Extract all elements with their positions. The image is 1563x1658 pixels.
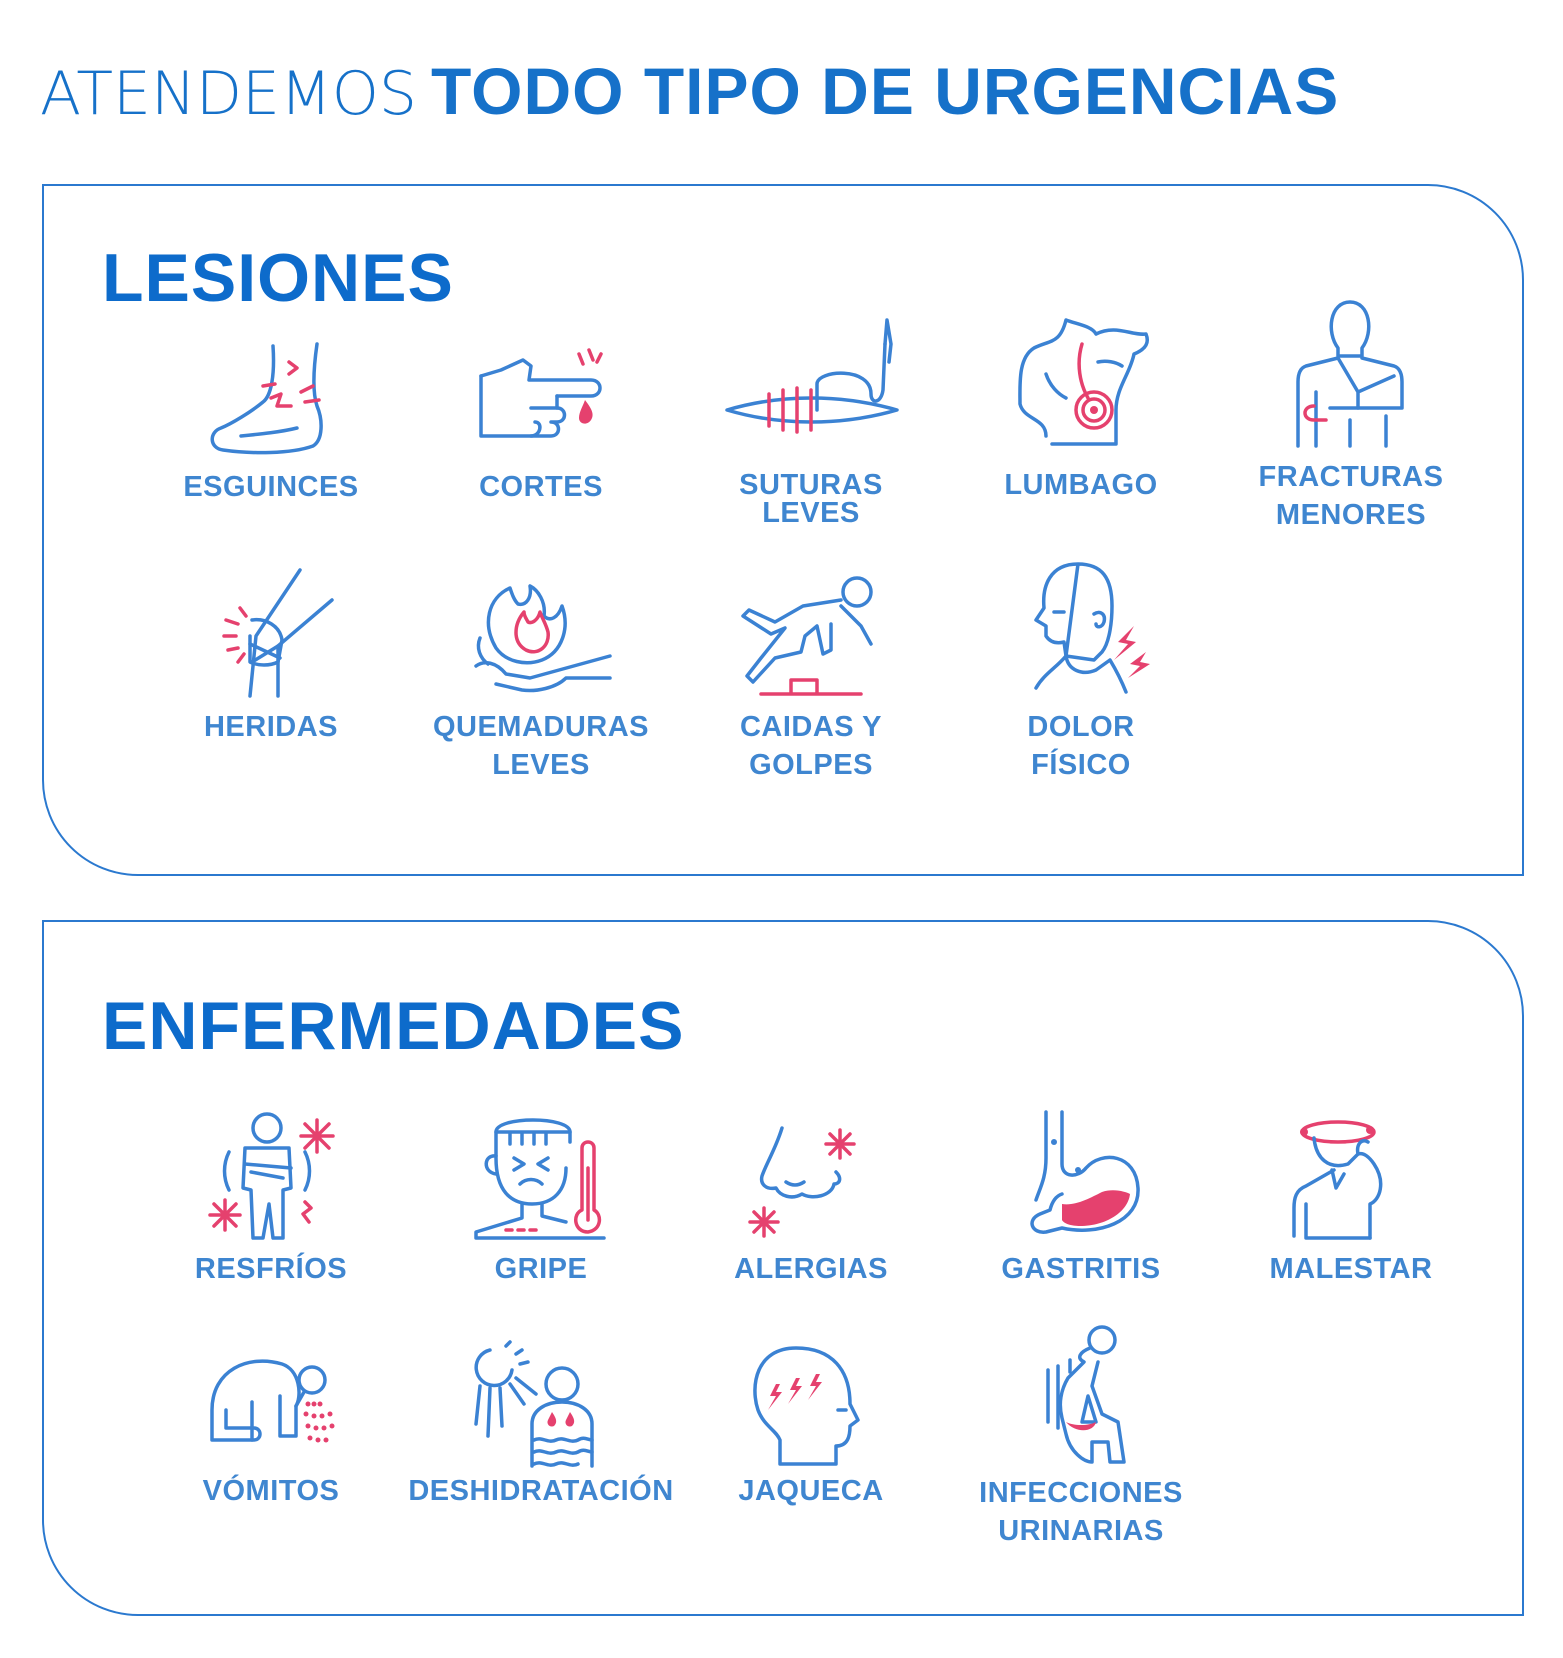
enfermedad-item-infecciones: INFECCIONES URINARIAS <box>946 1322 1216 1548</box>
enfermedades-card: ENFERMEDADES RESFRÍOS GRIPE <box>42 920 1524 1616</box>
enfermedad-item-resfrios: RESFRÍOS <box>136 1108 406 1286</box>
label: RESFRÍOS <box>194 1253 348 1285</box>
label: FRACTURAS <box>1258 461 1444 493</box>
label: GOLPES <box>749 749 873 781</box>
burned-hand-icon <box>474 584 612 693</box>
enfermedad-item-alergias: ALERGIAS <box>676 1108 946 1286</box>
headline-bold: TODO TIPO DE URGENCIAS <box>431 54 1340 128</box>
label: INFECCIONES <box>979 1477 1183 1509</box>
enfermedades-title: ENFERMEDADES <box>102 988 685 1064</box>
injured-knee-icon <box>222 568 334 698</box>
lesion-item-quemaduras: QUEMADURAS LEVES <box>406 566 676 782</box>
enfermedad-item-deshidratacion: DESHIDRATACIÓN <box>406 1340 676 1508</box>
lesion-item-suturas: SUTURAS LEVES <box>676 314 946 530</box>
label: DOLOR <box>1027 711 1135 743</box>
lesion-item-dolor: DOLOR FÍSICO <box>946 556 1216 782</box>
lesiones-title: LESIONES <box>102 240 454 316</box>
suture-needle-icon <box>725 318 899 434</box>
label: FÍSICO <box>1031 749 1131 781</box>
label: URINARIAS <box>998 1515 1164 1547</box>
enfermedad-item-gastritis: GASTRITIS <box>946 1108 1216 1286</box>
label: ESGUINCES <box>183 471 359 503</box>
label: MALESTAR <box>1269 1253 1433 1285</box>
dizzy-person-icon <box>1292 1120 1383 1240</box>
lesiones-card: LESIONES ESGUINCES CORTES SUTURAS LEVES <box>42 184 1524 876</box>
allergy-nose-icon <box>748 1126 856 1238</box>
lesion-item-cortes: CORTES <box>406 336 676 504</box>
sun-dehydration-icon <box>474 1340 594 1468</box>
label: GASTRITIS <box>1001 1253 1161 1285</box>
lesion-item-heridas: HERIDAS <box>136 566 406 744</box>
label: CAIDAS Y <box>739 711 883 743</box>
label: LUMBAGO <box>1004 469 1158 501</box>
label: SUTURAS <box>739 469 883 501</box>
label: CORTES <box>479 471 603 503</box>
headline-light: ATENDEMOS <box>40 59 418 129</box>
lesion-item-fracturas: FRACTURAS MENORES <box>1216 296 1486 532</box>
label: LEVES <box>762 497 860 529</box>
shivering-cold-icon <box>208 1112 335 1240</box>
lesion-item-caidas: CAIDAS Y GOLPES <box>676 566 946 782</box>
migraine-head-icon <box>753 1346 860 1466</box>
label: GRIPE <box>494 1253 588 1285</box>
sprained-ankle-icon <box>210 342 323 455</box>
label: QUEMADURAS <box>432 711 650 743</box>
enfermedad-item-gripe: GRIPE <box>406 1108 676 1286</box>
label: VÓMITOS <box>202 1475 340 1507</box>
enfermedad-item-malestar: MALESTAR <box>1216 1108 1486 1286</box>
enfermedad-item-jaqueca: JAQUECA <box>676 1340 946 1508</box>
arm-sling-icon <box>1296 300 1404 448</box>
cut-finger-icon <box>479 348 603 438</box>
lesion-item-esguinces: ESGUINCES <box>136 336 406 504</box>
label: HERIDAS <box>203 711 338 743</box>
label: MENORES <box>1275 499 1427 531</box>
enfermedad-item-vomitos: VÓMITOS <box>136 1340 406 1508</box>
label: JAQUECA <box>738 1475 884 1507</box>
stomach-icon <box>1030 1110 1140 1234</box>
lesion-item-lumbago: LUMBAGO <box>946 314 1216 502</box>
fever-thermometer-icon <box>474 1118 606 1240</box>
back-pain-icon <box>1018 318 1149 446</box>
label: LEVES <box>492 749 590 781</box>
label: DESHIDRATACIÓN <box>408 1475 674 1507</box>
label: ALERGIAS <box>734 1253 888 1285</box>
falling-person-icon <box>741 576 873 696</box>
urinary-infection-icon <box>1046 1325 1126 1464</box>
vomiting-person-icon <box>210 1359 335 1443</box>
neck-pain-icon <box>1034 562 1150 694</box>
